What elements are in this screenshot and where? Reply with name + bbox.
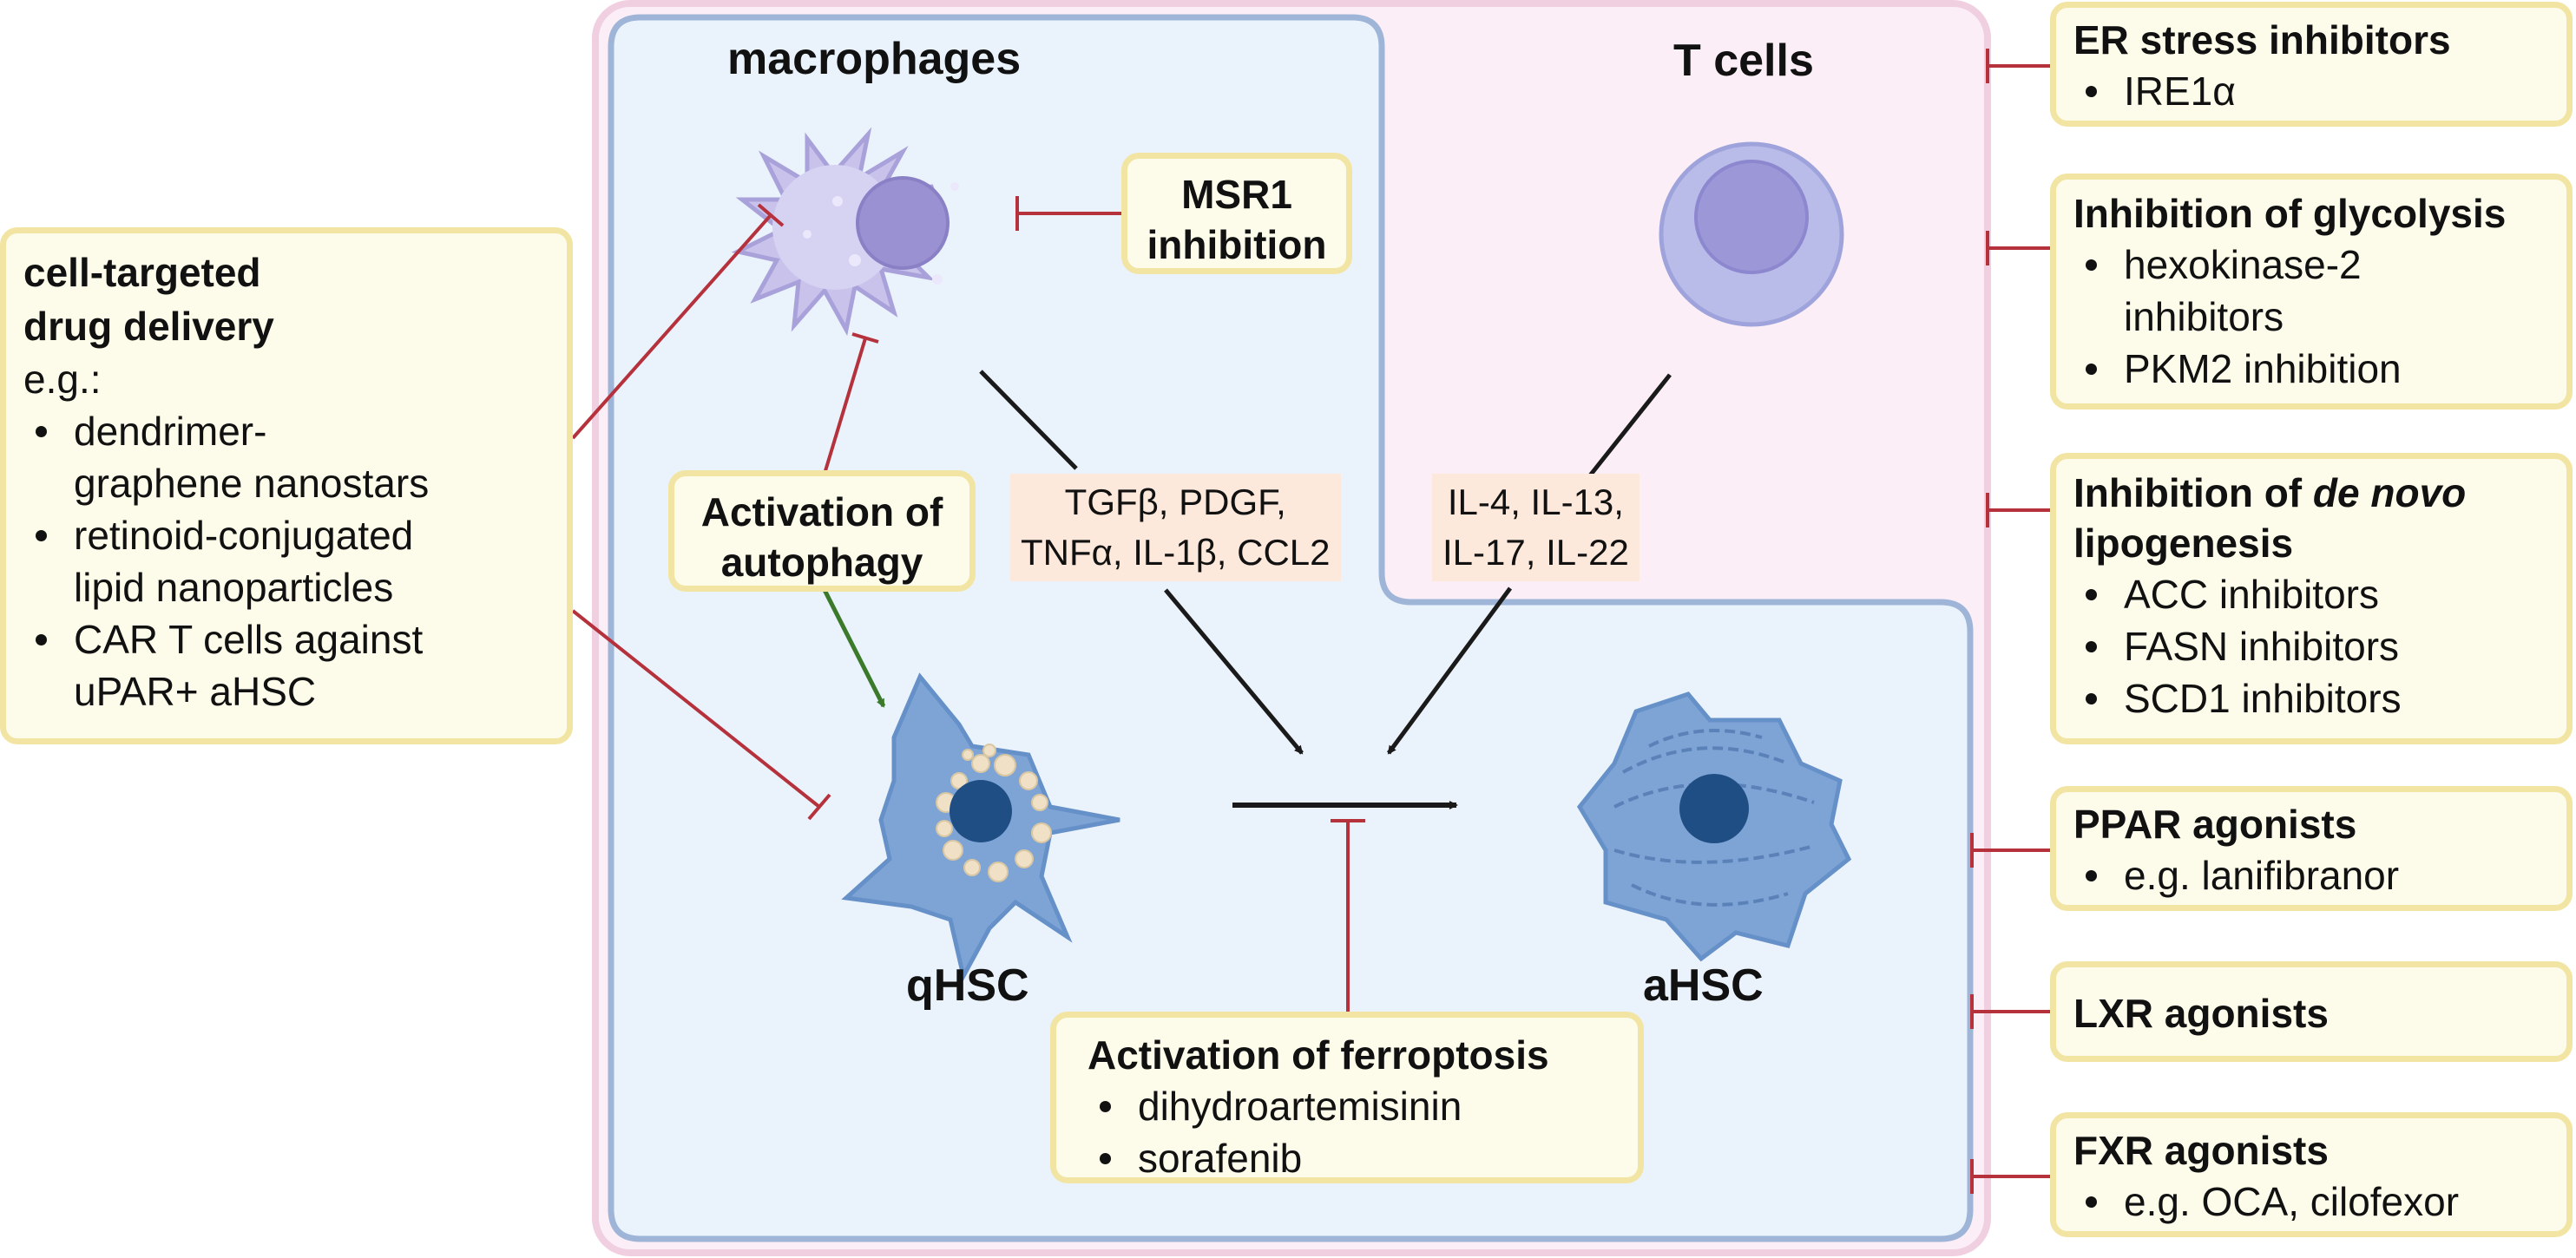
ferroptosis-box: Activation of ferroptosis dihydroartemis… <box>1050 1012 1644 1183</box>
tcells-title: T cells <box>1673 36 1814 86</box>
drug-delivery-item-line2: graphene nanostars <box>74 461 430 506</box>
msr1-line2: inhibition <box>1147 222 1327 267</box>
drug-delivery-item-line2: lipid nanoparticles <box>74 565 394 610</box>
ppar-item: e.g. lanifibranor <box>2073 849 2566 901</box>
tcell-cytokines: IL-4, IL-13, IL-17, IL-22 <box>1432 474 1640 581</box>
lipogenesis-title-italic: de novo <box>2312 470 2467 515</box>
drug-delivery-item-line1: retinoid-conjugated <box>74 513 414 558</box>
tcell-cytokines-line2: IL-17, IL-22 <box>1442 532 1629 573</box>
lipogenesis-item: SCD1 inhibitors <box>2073 672 2566 724</box>
glycolysis-box: Inhibition of glycolysis hexokinase-2 inh… <box>2050 174 2573 410</box>
t-cell-icon <box>1659 141 1844 327</box>
lipogenesis-item: FASN inhibitors <box>2073 620 2566 672</box>
ferroptosis-title: Activation of ferroptosis <box>1088 1032 1549 1078</box>
lipogenesis-box: Inhibition of de novo lipogenesis ACC in… <box>2050 453 2573 744</box>
drug-delivery-title-line2: drug delivery <box>23 304 274 349</box>
glycolysis-item: PKM2 inhibition <box>2073 343 2566 395</box>
inhibition-lines <box>571 49 2050 1194</box>
macrophage-cytokines-line2: TNFα, IL-1β, CCL2 <box>1021 532 1331 573</box>
msr1-line1: MSR1 <box>1181 172 1292 217</box>
autophagy-box: Activation of autophagy <box>668 470 976 592</box>
er-stress-item: IRE1α <box>2073 65 2566 117</box>
er-stress-box: ER stress inhibitors IRE1α <box>2050 2 2573 127</box>
autophagy-line2: autophagy <box>720 540 923 585</box>
glycolysis-item1-line2: inhibitors <box>2124 294 2284 339</box>
fxr-item: e.g. OCA, cilofexor <box>2073 1176 2566 1228</box>
macrophage-cytokines: TGFβ, PDGF, TNFα, IL-1β, CCL2 <box>1010 474 1341 581</box>
signal-arrows <box>979 370 1672 809</box>
tcell-cytokines-line1: IL-4, IL-13, <box>1447 482 1624 522</box>
macrophages-title: macrophages <box>727 34 1022 84</box>
hsc-region <box>608 14 1974 1242</box>
drug-delivery-title-line1: cell-targeted <box>23 250 261 295</box>
glycolysis-title: Inhibition of glycolysis <box>2073 191 2507 236</box>
lipogenesis-title-line2: lipogenesis <box>2073 521 2294 566</box>
lipogenesis-title-prefix: Inhibition of <box>2073 470 2313 515</box>
drug-delivery-item-line1: dendrimer- <box>74 409 267 454</box>
macrophage-cytokines-line1: TGFβ, PDGF, <box>1064 482 1286 522</box>
drug-delivery-item-line1: CAR T cells against <box>74 617 424 662</box>
qhsc-label: qHSC <box>906 960 1029 1011</box>
drug-delivery-item-line2: uPAR+ aHSC <box>74 669 317 714</box>
drug-delivery-box: cell-targeted drug delivery e.g.: dendri… <box>0 227 573 744</box>
fxr-box: FXR agonists e.g. OCA, cilofexor <box>2050 1112 2573 1237</box>
macrophage-cell-icon <box>731 127 959 337</box>
ppar-title: PPAR agonists <box>2073 802 2357 847</box>
autophagy-activation-arrow <box>822 588 886 708</box>
lipogenesis-item: ACC inhibitors <box>2073 568 2566 620</box>
activated-hsc-icon <box>1576 691 1852 962</box>
ferroptosis-item: sorafenib <box>1088 1132 1638 1184</box>
drug-delivery-eg: e.g.: <box>23 357 102 402</box>
autophagy-line1: Activation of <box>700 489 943 534</box>
lipogenesis-title-line1: Inhibition of de novo <box>2073 468 2566 518</box>
lxr-box: LXR agonists <box>2050 961 2573 1062</box>
er-stress-title: ER stress inhibitors <box>2073 17 2451 62</box>
drug-delivery-item: dendrimer-graphene nanostars <box>23 405 567 509</box>
lxr-title: LXR agonists <box>2073 991 2329 1036</box>
drug-delivery-item: retinoid-conjugated lipid nanoparticles <box>23 509 567 613</box>
quiescent-hsc-icon <box>841 672 1120 982</box>
glycolysis-item1-line1: hexokinase-2 <box>2124 242 2362 287</box>
msr1-inhibition-box: MSR1 inhibition <box>1121 153 1352 274</box>
ahsc-label: aHSC <box>1643 960 1764 1011</box>
glycolysis-item: hexokinase-2 inhibitors <box>2073 239 2566 343</box>
fxr-title: FXR agonists <box>2073 1128 2329 1173</box>
drug-delivery-item: CAR T cells against uPAR+ aHSC <box>23 613 567 717</box>
ppar-box: PPAR agonists e.g. lanifibranor <box>2050 786 2573 911</box>
ferroptosis-item: dihydroartemisinin <box>1088 1080 1638 1132</box>
